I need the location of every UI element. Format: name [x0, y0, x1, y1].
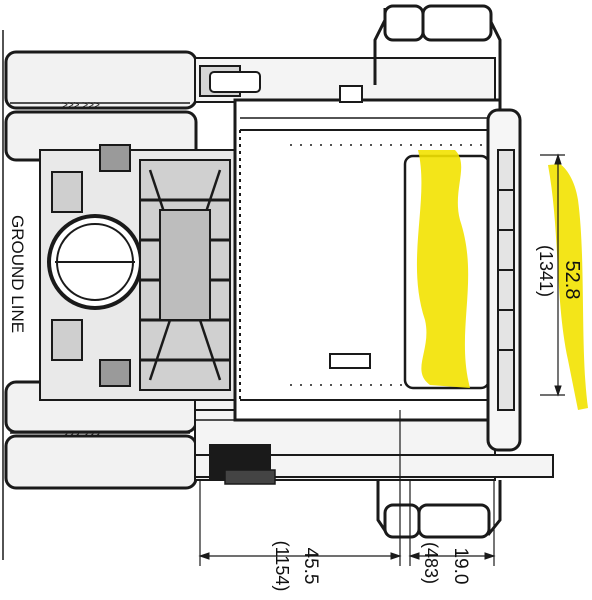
dimension-height-mm: (1341) — [536, 244, 556, 298]
tire-top: >>> >>> — [4, 50, 198, 162]
ground-line-label: GROUND LINE — [8, 215, 27, 334]
svg-text:>>> >>>: >>> >>> — [62, 100, 100, 111]
mirror-bottom — [376, 480, 502, 539]
dimension-bottom-19 — [408, 480, 496, 566]
dimension-tank-inches: 19.0 — [450, 547, 471, 585]
deck-platform — [233, 85, 522, 452]
mirror-top — [373, 4, 502, 100]
dimension-bottom-inches: 45.5 — [300, 547, 321, 585]
svg-text:>>> >>>: >>> >>> — [62, 429, 100, 440]
axle-assembly — [39, 144, 241, 401]
dimension-bottom-45 — [198, 410, 402, 566]
dimension-height-inches: 52.8 — [561, 260, 583, 300]
dimension-tank-mm: (483) — [421, 541, 441, 585]
dimension-vertical — [540, 153, 565, 397]
dimension-bottom-mm: (1154) — [272, 540, 292, 592]
